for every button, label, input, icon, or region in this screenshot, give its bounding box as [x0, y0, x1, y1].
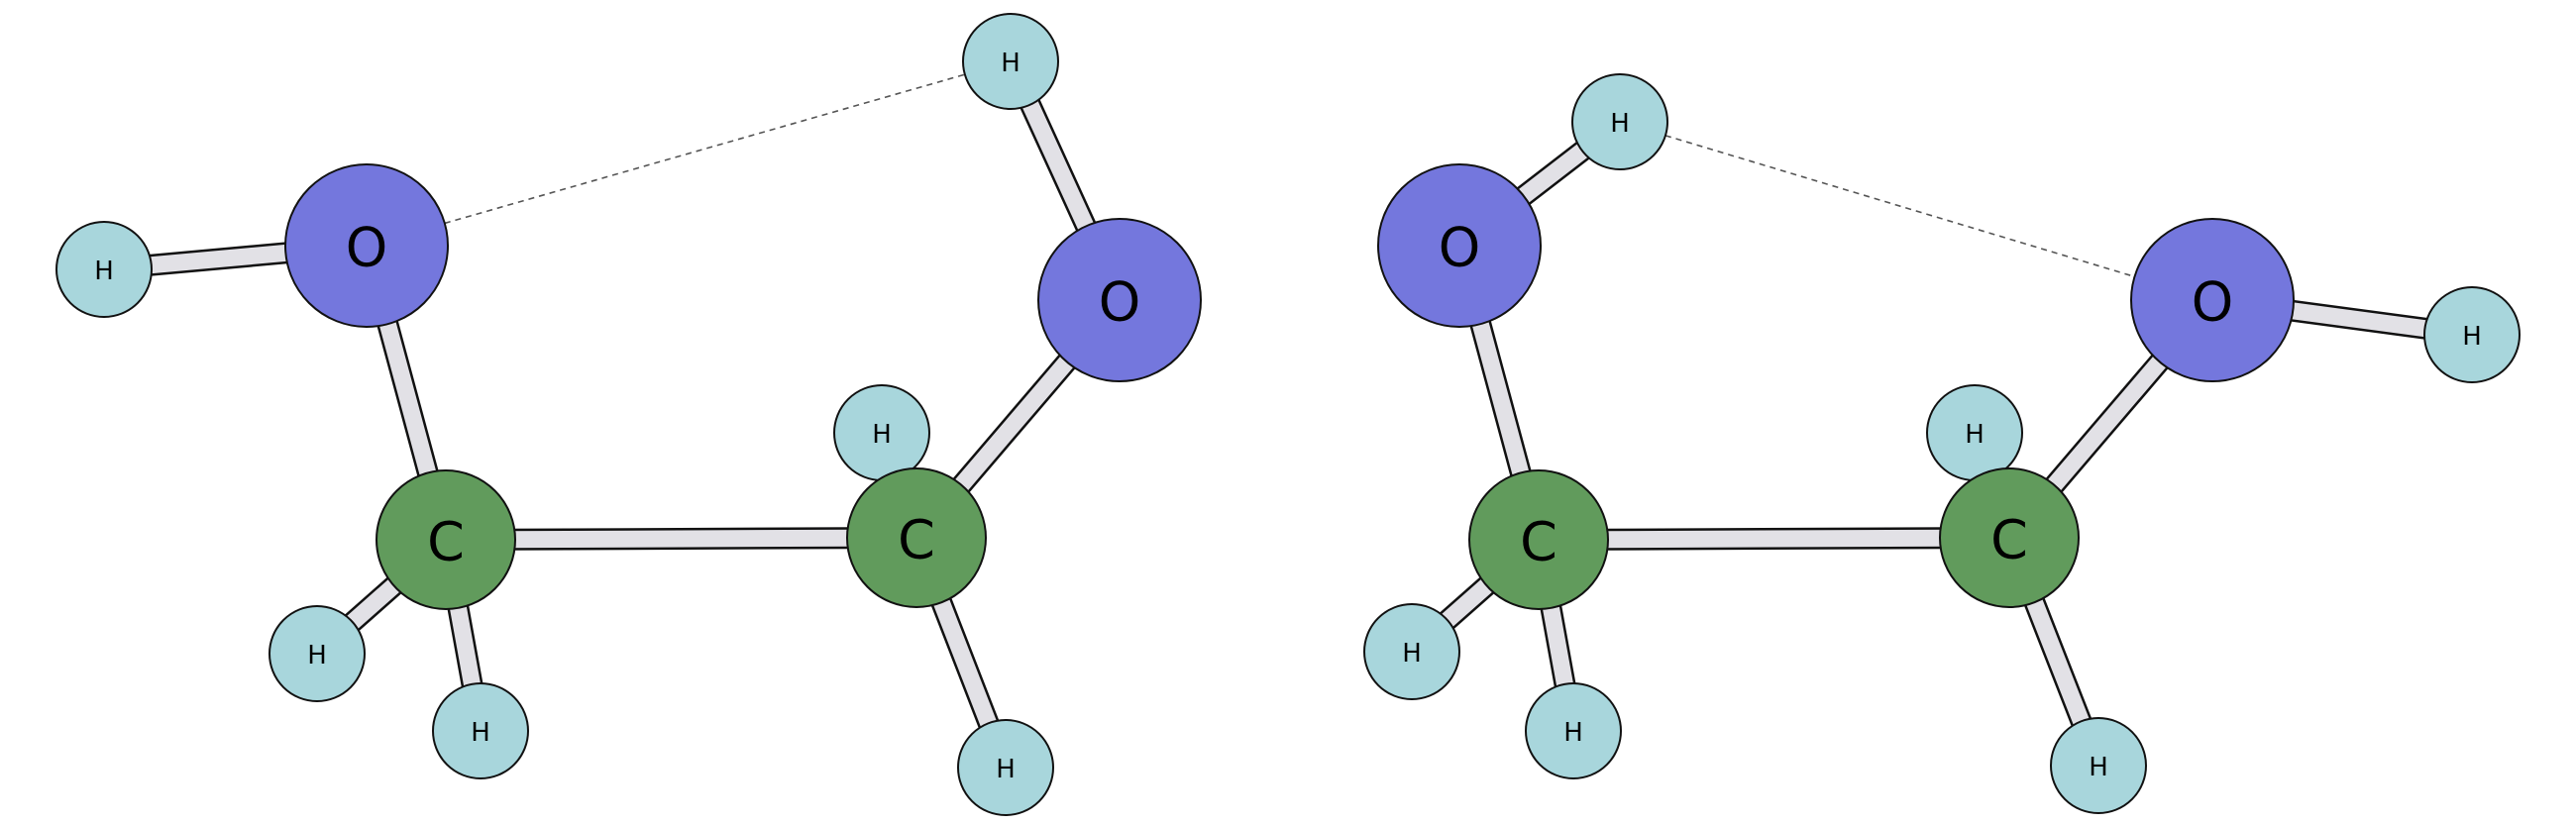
atom-label: H	[1402, 639, 1422, 669]
atom-h: H	[55, 221, 153, 318]
atom-c: C	[1939, 467, 2080, 608]
atom-circle	[1939, 467, 2080, 608]
atom-circle	[1525, 682, 1622, 779]
atom-label: C	[898, 509, 935, 571]
atom-o: O	[1377, 163, 1542, 328]
atom-o: O	[284, 163, 449, 328]
atom-h: H	[2423, 286, 2521, 383]
atom-h: H	[1363, 603, 1460, 700]
atom-circle	[1468, 469, 1609, 610]
atom-circle	[846, 467, 987, 608]
conformer-left: H O H O C C H H H H	[55, 13, 1202, 816]
bond-c1-c2	[1528, 527, 2020, 551]
atom-label: H	[996, 755, 1016, 784]
atom-circle	[1363, 603, 1460, 700]
atom-circle	[376, 469, 516, 610]
atom-circle	[2130, 218, 2295, 382]
atom-c: C	[1468, 469, 1609, 610]
atom-h: H	[432, 682, 529, 779]
atom-label: C	[1520, 511, 1557, 573]
atom-h: H	[962, 13, 1059, 110]
atom-circle	[432, 682, 529, 779]
atom-circle	[962, 13, 1059, 110]
atom-label: H	[1001, 49, 1020, 78]
atom-h: H	[2050, 717, 2147, 814]
atom-circle	[1037, 218, 1202, 382]
atom-circle	[2050, 717, 2147, 814]
atom-circle	[55, 221, 153, 318]
atom-label: H	[471, 718, 490, 748]
atom-h: H	[1571, 73, 1668, 170]
atom-h: H	[1926, 384, 2023, 481]
atom-o: O	[2130, 218, 2295, 382]
atom-circle	[268, 605, 366, 702]
conformer-right: H O H O C C H H H H	[1363, 73, 2521, 814]
atom-label: H	[94, 257, 114, 286]
atom-circle	[2423, 286, 2521, 383]
atom-h: H	[1525, 682, 1622, 779]
atom-label: H	[2462, 322, 2482, 352]
atom-o: O	[1037, 218, 1202, 382]
atom-label: O	[1099, 271, 1141, 334]
atom-circle	[284, 163, 449, 328]
atom-c: C	[376, 469, 516, 610]
atom-h: H	[957, 719, 1054, 816]
atom-label: H	[2089, 753, 2108, 782]
atom-label: C	[427, 511, 465, 573]
atom-h: H	[833, 384, 930, 481]
atom-label: H	[1563, 718, 1583, 748]
atom-circle	[1377, 163, 1542, 328]
atom-label: H	[1610, 109, 1630, 139]
atom-label: H	[1965, 420, 1985, 450]
atom-c: C	[846, 467, 987, 608]
atom-label: C	[1990, 509, 2028, 571]
atom-circle	[1571, 73, 1668, 170]
atom-label: H	[307, 641, 327, 670]
atom-label: O	[1439, 217, 1481, 279]
bond-c1-c2	[435, 527, 927, 551]
atom-label: O	[2192, 271, 2234, 334]
atom-label: H	[872, 420, 892, 450]
atom-label: O	[346, 217, 388, 279]
hydrogen-bond	[1664, 135, 2135, 278]
atom-circle	[957, 719, 1054, 816]
atom-h: H	[268, 605, 366, 702]
hydrogen-bond	[444, 73, 966, 225]
